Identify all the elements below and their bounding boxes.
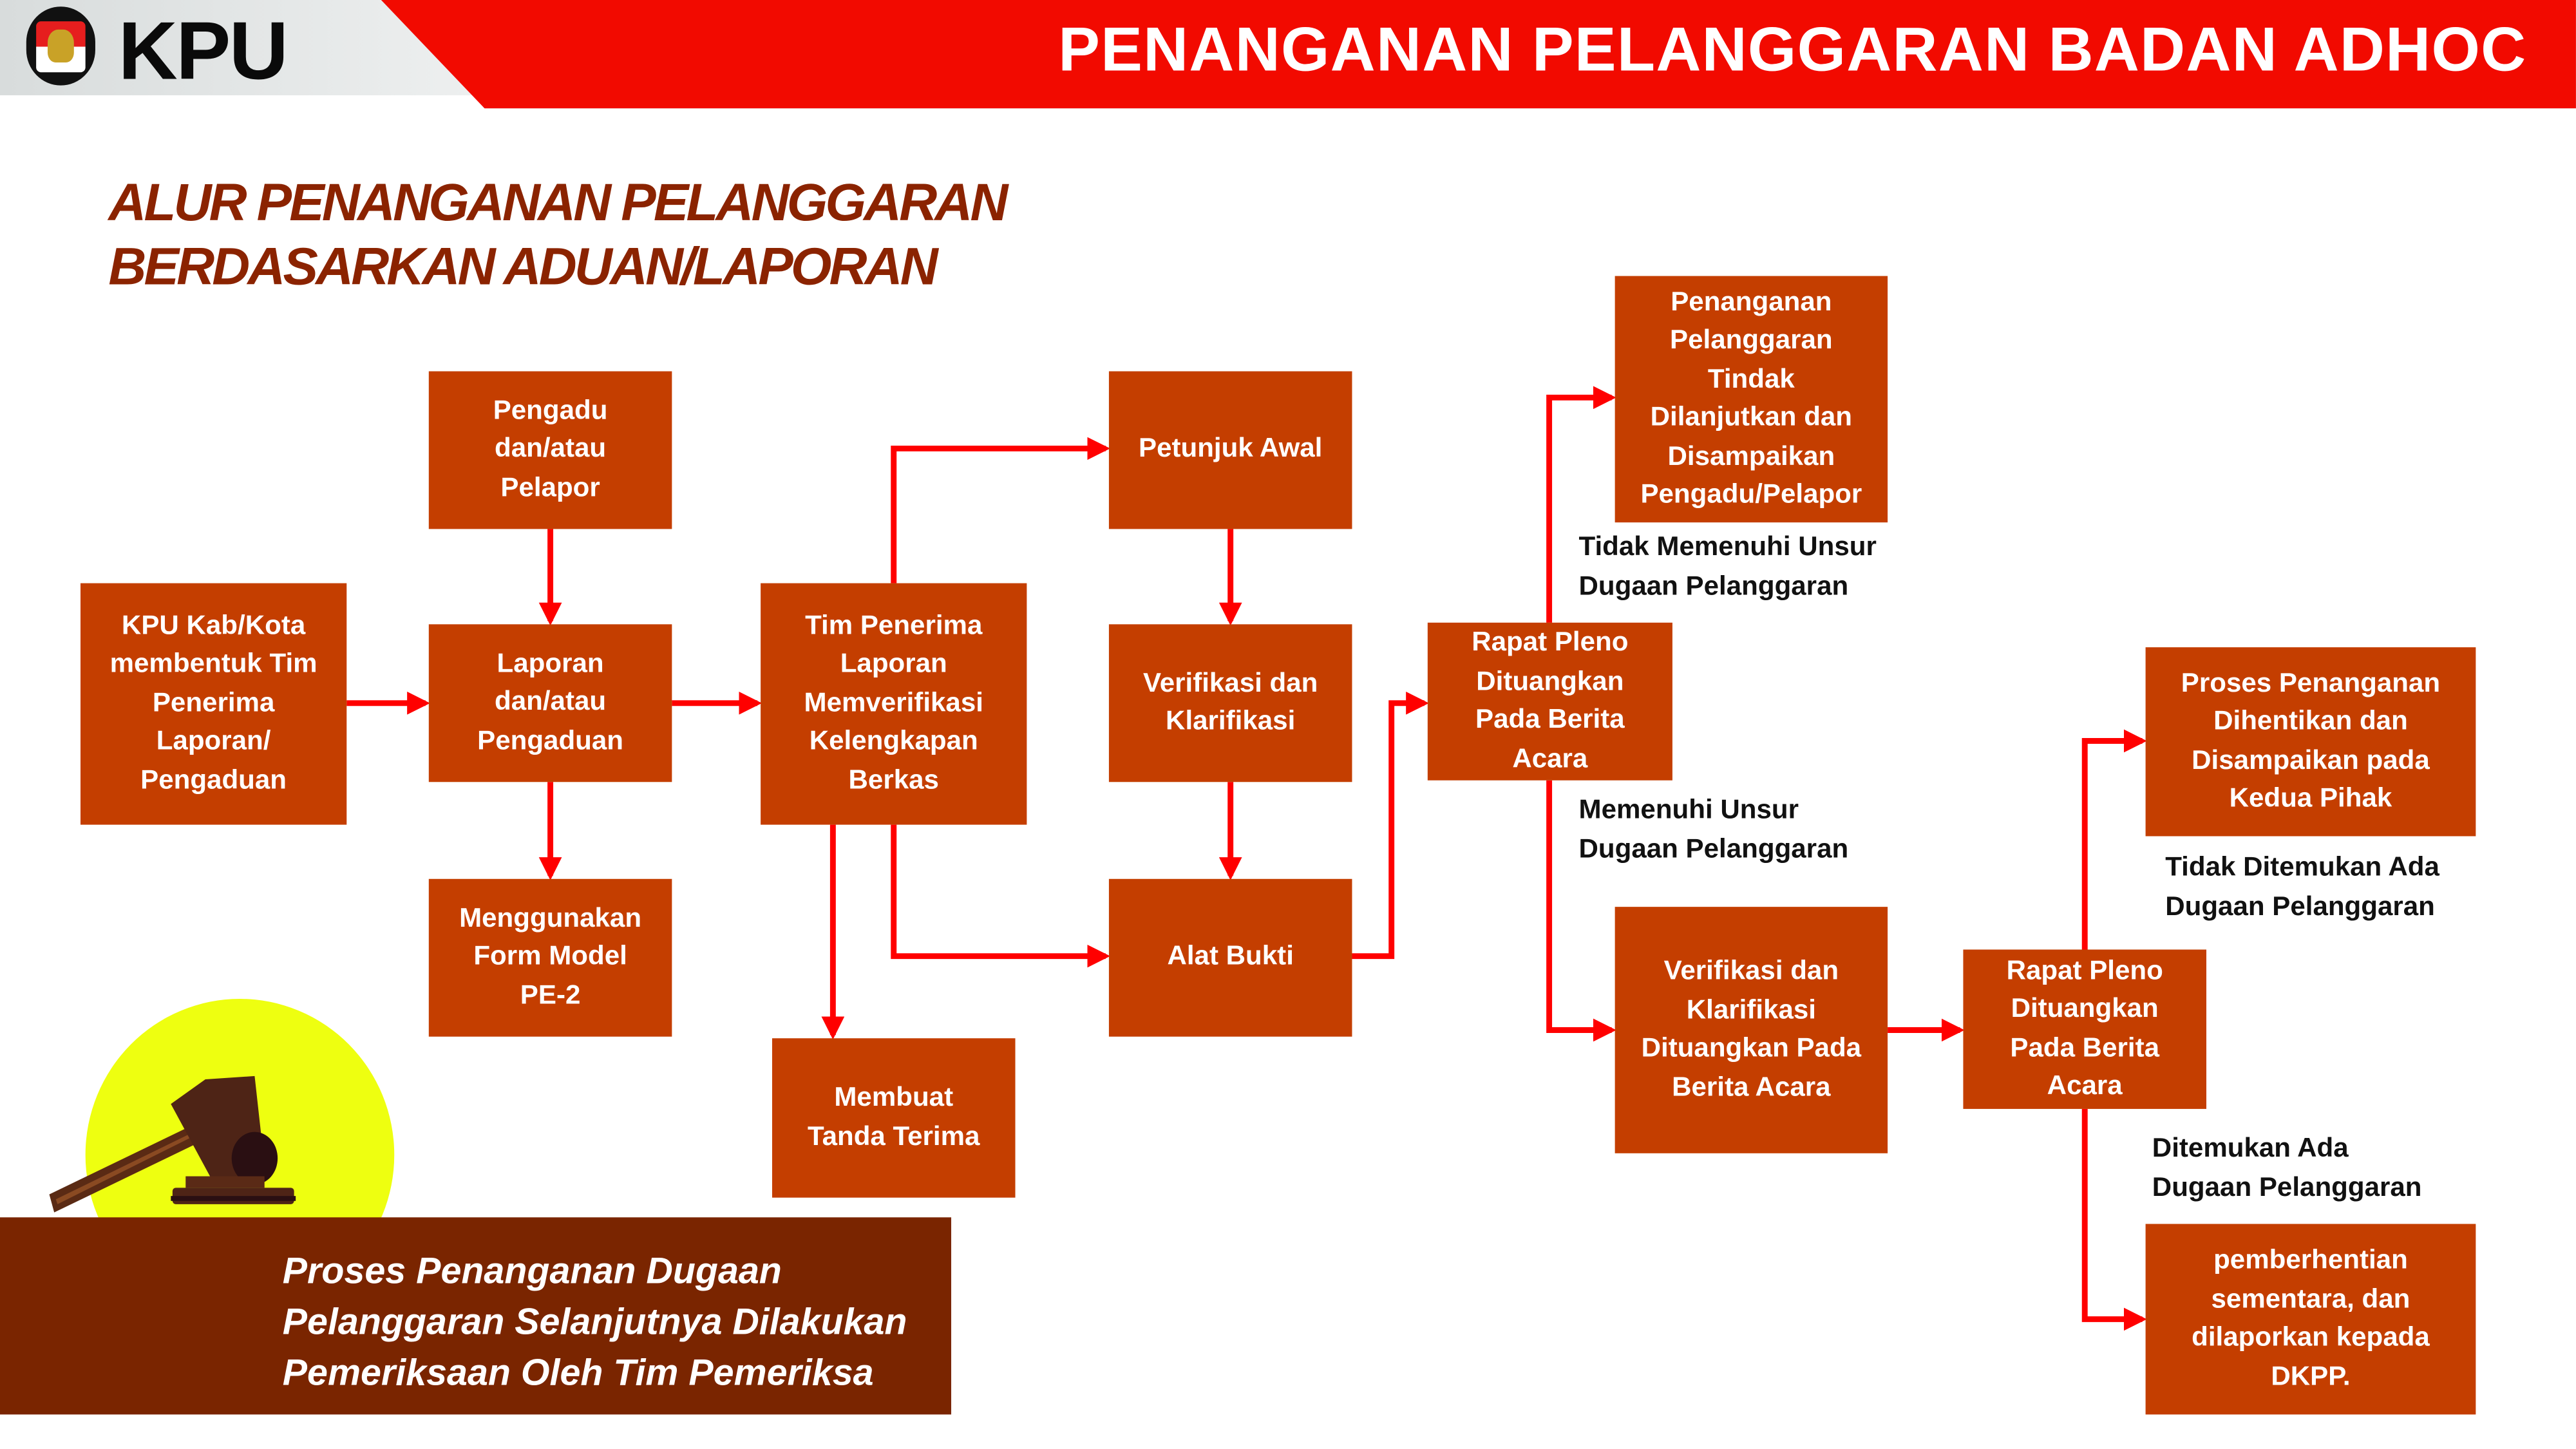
node-form-model: Menggunakan Form Model PE-2 bbox=[428, 878, 672, 1037]
node-petunjuk-awal: Petunjuk Awal bbox=[1108, 371, 1352, 529]
arrow-tim-to-alat-bukti bbox=[891, 824, 1110, 968]
kpu-logo-text: KPU bbox=[118, 5, 289, 97]
label-ditemukan: Ditemukan Ada Dugaan Pelanggaran bbox=[2152, 1133, 2422, 1202]
arrow-tim-to-petunjuk bbox=[891, 437, 1110, 583]
node-proses-dihentikan: Proses Penanganan Dihentikan dan Disampa… bbox=[2145, 647, 2476, 837]
kpu-logo bbox=[26, 6, 95, 86]
node-kpu-kab-kota: KPU Kab/Kota membentuk Tim Penerima Lapo… bbox=[80, 583, 347, 825]
node-tindak-dilanjutkan: Penanganan Pelanggaran Tindak Dilanjutka… bbox=[1615, 276, 1888, 523]
node-verifikasi-berita-acara: Verifikasi dan Klarifikasi Dituangkan Pa… bbox=[1615, 907, 1888, 1153]
label-memenuhi: Memenuhi Unsur Dugaan Pelanggaran bbox=[1578, 795, 1849, 864]
label-tidak-memenuhi: Tidak Memenuhi Unsur Dugaan Pelanggaran bbox=[1578, 532, 1877, 601]
node-verifikasi: Verifikasi dan Klarifikasi bbox=[1108, 624, 1352, 782]
header-banner bbox=[381, 0, 2576, 109]
node-pemberhentian: pemberhentian sementara, dan dilaporkan … bbox=[2145, 1224, 2476, 1415]
node-alat-bukti: Alat Bukti bbox=[1108, 878, 1352, 1037]
diagram-subtitle: ALUR PENANGANAN PELANGGARAN BERDASARKAN … bbox=[108, 172, 1008, 296]
node-laporan: Laporan dan/atau Pengaduan bbox=[428, 624, 672, 782]
garuda-icon bbox=[47, 29, 74, 62]
node-tim-penerima: Tim Penerima Laporan Memverifikasi Kelen… bbox=[761, 583, 1027, 825]
arrow-rapat-to-tidak-lanjut bbox=[1546, 386, 1616, 623]
node-tanda-terima: Membuat Tanda Terima bbox=[772, 1038, 1016, 1198]
page-title: PENANGANAN PELANGGARAN BADAN ADHOC bbox=[1058, 16, 2527, 86]
arrow-rapat2-to-pemberhentian bbox=[2081, 1108, 2147, 1331]
node-rapat-pleno-2: Rapat Pleno Dituangkan Pada Berita Acara bbox=[1963, 949, 2206, 1109]
arrow-rapat2-to-dihentikan bbox=[2081, 729, 2147, 950]
footer-banner-text: Proses Penanganan Dugaan Pelanggaran Sel… bbox=[282, 1250, 907, 1394]
node-pengadu: Pengadu dan/atau Pelapor bbox=[428, 371, 672, 529]
node-rapat-pleno-1: Rapat Pleno Dituangkan Pada Berita Acara bbox=[1427, 622, 1672, 781]
footer-banner bbox=[0, 1217, 952, 1415]
arrow-rapat-to-verifikasi-ba bbox=[1546, 780, 1616, 1042]
arrow-alat-bukti-to-rapat bbox=[1352, 691, 1429, 960]
label-tidak-ditemukan: Tidak Ditemukan Ada Dugaan Pelanggaran bbox=[2165, 852, 2439, 921]
